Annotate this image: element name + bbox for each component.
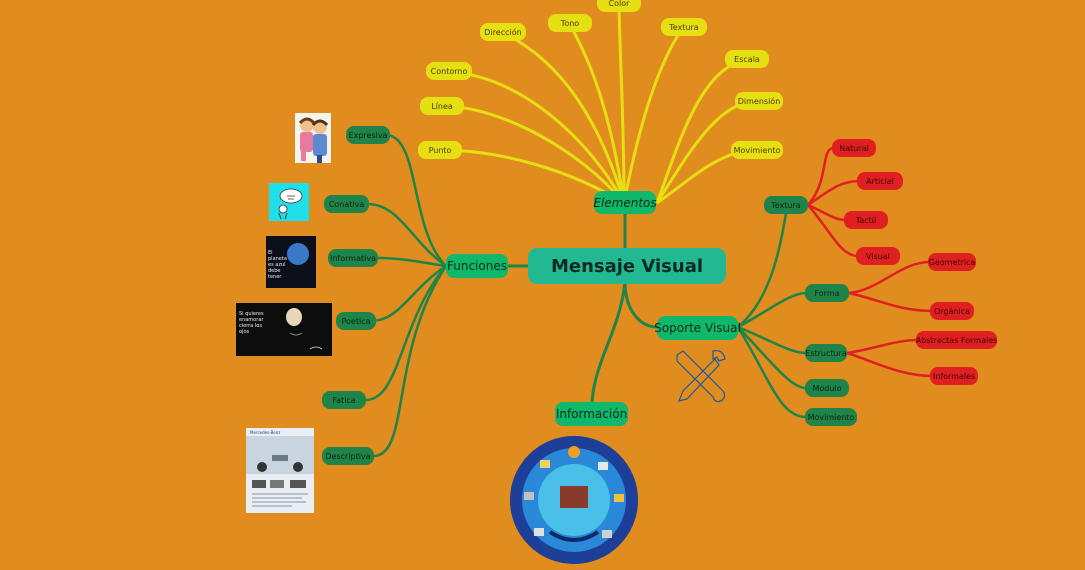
informativa-image: El planeta es azul debe tener bbox=[266, 236, 316, 288]
descriptiva-image-text: Mercedes-Benz bbox=[250, 430, 281, 435]
estructura-item-informales[interactable]: Informales bbox=[930, 367, 978, 385]
elementos-item-direccion[interactable]: Dirección bbox=[480, 23, 526, 41]
central-topic[interactable]: Mensaje Visual bbox=[528, 248, 726, 284]
elementos-item-escala[interactable]: Escala bbox=[725, 50, 769, 68]
tools-icon bbox=[669, 345, 731, 407]
elementos-item-movimiento[interactable]: Movimiento bbox=[731, 141, 783, 159]
soporte-item-movimiento[interactable]: Movimiento bbox=[805, 408, 857, 426]
poetica-image: Si quieres enamorar cierra los ojos bbox=[236, 303, 332, 356]
elementos-item-dimension[interactable]: Dimensión bbox=[735, 92, 783, 110]
funciones-item-descriptiva[interactable]: Descriptiva bbox=[322, 447, 374, 465]
elementos-item-textura[interactable]: Textura bbox=[661, 18, 707, 36]
textura-item-tactil[interactable]: Tactil bbox=[844, 211, 888, 229]
funciones-item-conativa[interactable]: Conativa bbox=[324, 195, 369, 213]
forma-item-organica[interactable]: Orgánica bbox=[930, 302, 974, 320]
funciones-item-fatica[interactable]: Fatica bbox=[322, 391, 366, 409]
soporte-item-textura[interactable]: Textura bbox=[764, 196, 808, 214]
elementos-item-tono[interactable]: Tono bbox=[548, 14, 592, 32]
estructura-item-abstractas-formales[interactable]: Abstractas Formales bbox=[916, 331, 997, 349]
branch-soporte-visual[interactable]: Soporte Visual bbox=[654, 316, 741, 340]
poetica-image-text: Si quieres enamorar cierra los ojos bbox=[239, 311, 264, 335]
forma-item-geometrica[interactable]: Geometrica bbox=[928, 253, 976, 271]
elementos-item-linea[interactable]: Línea bbox=[420, 97, 464, 115]
branch-funciones[interactable]: Funciones bbox=[446, 254, 508, 278]
elementos-item-color[interactable]: Color bbox=[597, 0, 641, 12]
elementos-item-punto[interactable]: Punto bbox=[418, 141, 462, 159]
funciones-item-expresiva[interactable]: Expresiva bbox=[346, 126, 390, 144]
branch-elementos[interactable]: Elementos bbox=[593, 191, 657, 214]
soporte-item-forma[interactable]: Forma bbox=[805, 284, 849, 302]
textura-item-visual[interactable]: Visual bbox=[856, 247, 900, 265]
descriptiva-image: Mercedes-Benz bbox=[246, 428, 314, 513]
funciones-item-informativa[interactable]: Informativa bbox=[328, 249, 378, 267]
informativa-image-text: El planeta es azul debe tener bbox=[268, 250, 287, 280]
textura-item-natural[interactable]: Natural bbox=[832, 139, 876, 157]
expresiva-image bbox=[295, 113, 331, 163]
textura-item-articial[interactable]: Articial bbox=[857, 172, 903, 190]
conativa-image bbox=[269, 183, 309, 221]
soporte-item-modulo[interactable]: Modulo bbox=[805, 379, 849, 397]
elementos-item-contorno[interactable]: Contorno bbox=[426, 62, 472, 80]
soporte-item-estructura[interactable]: Estructura bbox=[805, 344, 847, 362]
informacion-image bbox=[510, 436, 638, 564]
funciones-item-poetica[interactable]: Poetica bbox=[336, 312, 376, 330]
branch-informacion[interactable]: Información bbox=[555, 402, 628, 426]
